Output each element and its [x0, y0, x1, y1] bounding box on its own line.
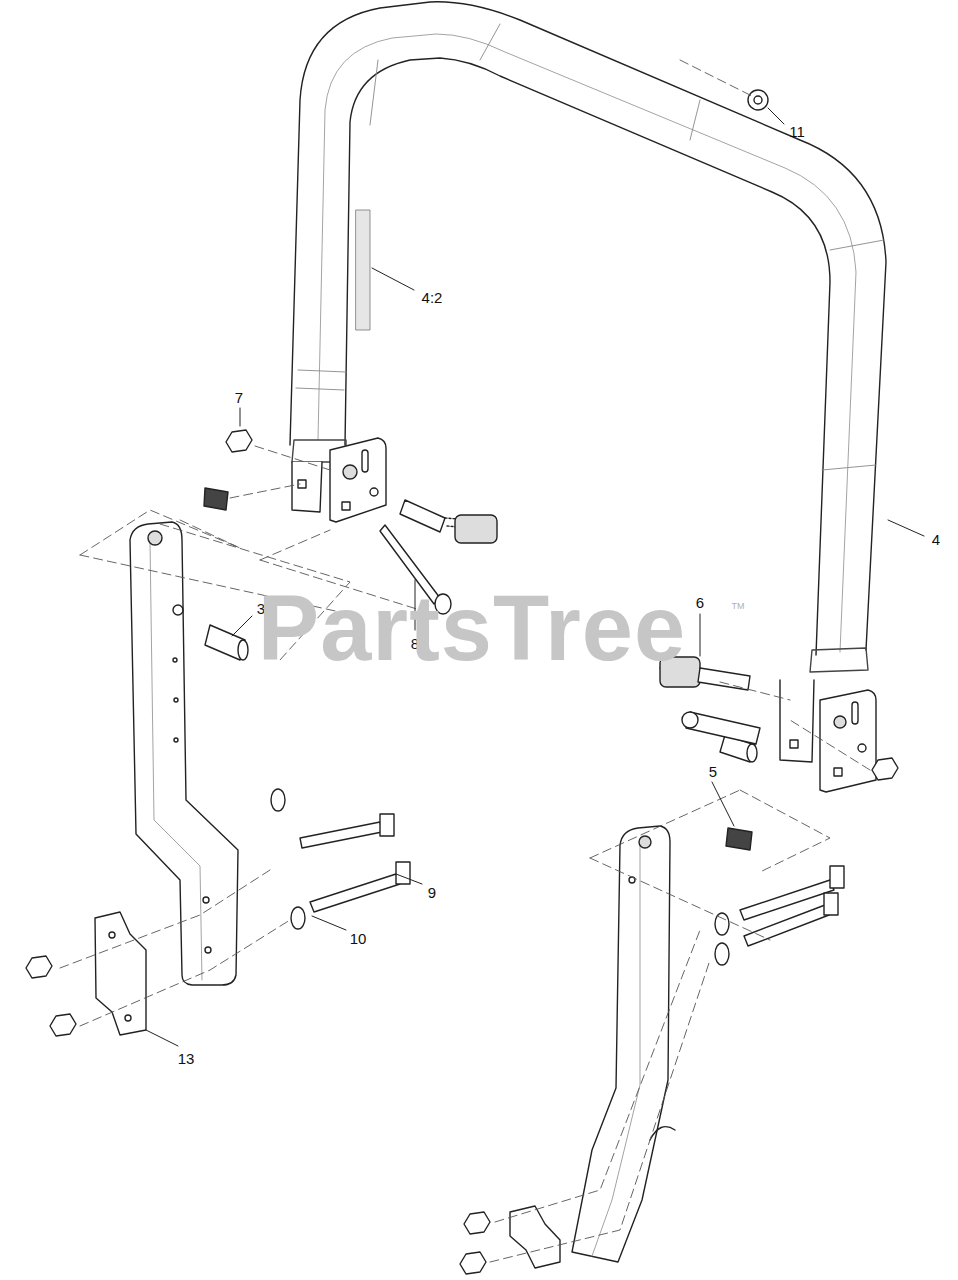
callout-number: 11: [789, 124, 805, 139]
trademark-mark: TM: [732, 602, 745, 611]
callout-number: 9: [428, 885, 436, 900]
alignment-lines: [60, 60, 870, 1262]
left-upright: [130, 522, 238, 985]
callout-number: 7: [235, 390, 243, 405]
right-pivot-bracket: [780, 680, 876, 792]
callout-number: 13: [178, 1051, 195, 1066]
watermark: PartsTree: [258, 582, 686, 674]
callout-number: 6: [696, 595, 704, 610]
callout-number: 4:2: [422, 290, 443, 305]
hardware: [204, 90, 898, 850]
right-fasteners: [460, 866, 844, 1274]
roll-bar: [290, 2, 886, 672]
left-fasteners: [26, 789, 410, 1036]
callout-number: 10: [350, 931, 367, 946]
callout-number: 4: [932, 532, 940, 547]
right-upright: [572, 826, 675, 1262]
left-pivot-bracket: [292, 438, 386, 522]
callout-number: 5: [709, 764, 717, 779]
leader-lines: [146, 108, 924, 1046]
